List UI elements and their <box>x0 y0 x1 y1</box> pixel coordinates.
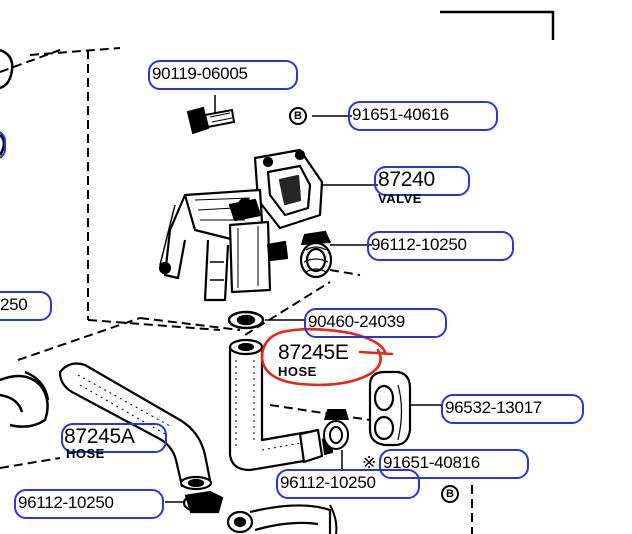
part-name-hose-e: HOSE <box>278 364 317 379</box>
part-number-91651-40816: 91651-40816 <box>383 453 480 472</box>
b-marker-lower: B <box>441 485 459 503</box>
b-marker-upper: B <box>289 107 307 125</box>
part-number-96112-10250-upper: 96112-10250 <box>371 235 467 254</box>
hose-87245e-drawing <box>228 338 334 472</box>
grommet-drawing <box>368 370 412 447</box>
bubble-90460-24039 <box>304 308 447 338</box>
bottom-parts-drawing <box>182 490 338 534</box>
bubble-96532-13017 <box>441 394 584 424</box>
part-number-90460-24039: 90460-24039 <box>308 312 405 331</box>
clamp-drawing-center <box>323 409 349 450</box>
part-number-91651-40616: 91651-40616 <box>352 105 449 124</box>
clamp-drawing-upper <box>299 230 333 279</box>
bubble-96112-10250-center <box>276 469 420 499</box>
part-number-90119-06005: 90119-06005 <box>152 64 248 83</box>
part-number-87240: 87240 <box>378 168 435 191</box>
bubble-96112-10250-lower <box>14 489 164 519</box>
part-number-87245a: 87245A <box>64 425 135 448</box>
part-name-hose-a: HOSE <box>66 446 105 461</box>
leader-lines <box>165 95 442 503</box>
bubble-left-cut <box>0 291 52 321</box>
bubble-91651-40816 <box>379 449 529 479</box>
part-number-96112-10250-lower: 96112-10250 <box>18 493 114 512</box>
selection-circle <box>260 327 387 387</box>
bubble-90119-06005 <box>148 60 298 90</box>
part-number-96532-13017: 96532-13017 <box>445 398 542 417</box>
part-number-left-cut: 250 <box>0 295 28 314</box>
left-edge-parts <box>0 48 50 428</box>
bubble-87245a <box>61 423 167 453</box>
part-number-87245e: 87245E <box>278 341 349 364</box>
bubble-87240 <box>374 166 470 196</box>
reference-mark: ※ <box>362 453 376 472</box>
valve-drawing <box>158 148 324 302</box>
bolt-drawing <box>186 106 236 135</box>
bubble-91651-40616 <box>348 101 498 131</box>
part-number-96112-10250-center: 96112-10250 <box>280 473 376 492</box>
bubble-96112-10250-upper <box>367 231 514 261</box>
selection-tail <box>358 350 394 356</box>
gasket-drawing <box>227 310 265 330</box>
part-name-valve: VALVE <box>378 191 422 206</box>
